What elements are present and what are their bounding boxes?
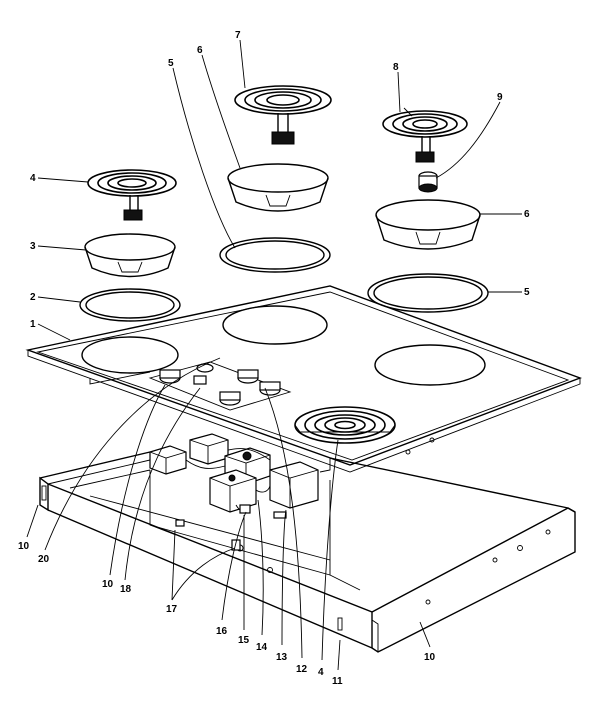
callout-4-bottom: 4 xyxy=(318,667,324,678)
internal-components xyxy=(149,433,319,551)
surface-element-right xyxy=(382,110,468,163)
callout-10-right: 10 xyxy=(424,652,436,663)
callout-20: 20 xyxy=(38,554,50,565)
callout-9: 9 xyxy=(497,92,503,103)
callout-2: 2 xyxy=(30,292,36,303)
callout-15: 15 xyxy=(238,635,250,646)
trim-ring-center xyxy=(219,237,331,273)
drip-pan-right xyxy=(375,199,481,250)
callout-5-right: 5 xyxy=(524,287,530,298)
callout-18: 18 xyxy=(120,584,132,595)
surface-element-left xyxy=(87,169,177,221)
terminal-block xyxy=(418,171,438,193)
callout-1: 1 xyxy=(30,319,36,330)
callout-8: 8 xyxy=(393,62,399,73)
callout-12: 12 xyxy=(296,664,308,675)
chassis-box xyxy=(39,451,576,653)
callout-16: 16 xyxy=(216,626,228,637)
callout-11: 11 xyxy=(332,676,343,687)
callout-14: 14 xyxy=(256,642,268,653)
callout-5: 5 xyxy=(168,58,174,69)
callout-4: 4 xyxy=(30,173,36,184)
leader-lines xyxy=(26,39,522,671)
trim-ring-right xyxy=(367,273,489,313)
callout-7: 7 xyxy=(235,30,241,41)
drip-pan-left xyxy=(84,233,176,278)
trim-ring-left xyxy=(79,288,181,322)
drip-pan-center xyxy=(227,163,329,212)
callout-10-mid: 10 xyxy=(102,579,114,590)
cooktop-panel xyxy=(25,285,583,473)
callout-6-right: 6 xyxy=(524,209,530,220)
mounted-burner-element xyxy=(294,406,396,444)
callout-6: 6 xyxy=(197,45,203,56)
callout-13: 13 xyxy=(276,652,288,663)
callout-labels: 1 2 3 4 5 6 7 8 9 6 5 10 20 10 18 17 16 … xyxy=(18,30,530,687)
surface-element-center xyxy=(234,85,332,145)
callout-10-left: 10 xyxy=(18,541,30,552)
callout-3: 3 xyxy=(30,241,36,252)
callout-17: 17 xyxy=(166,604,178,615)
